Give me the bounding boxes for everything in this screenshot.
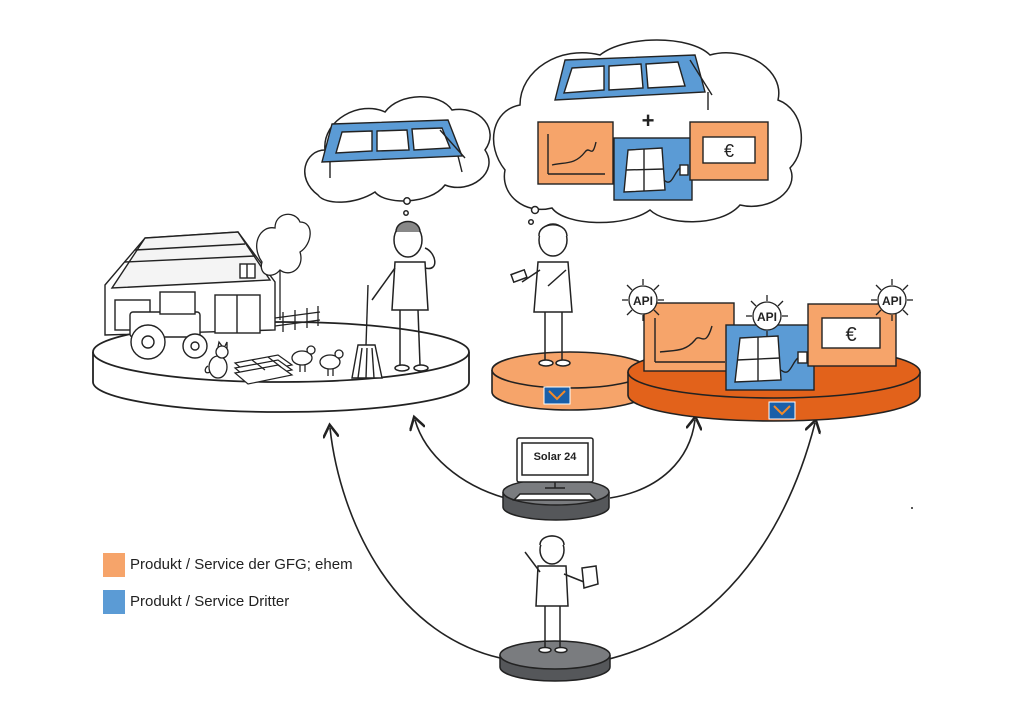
- solar-roof-large: [554, 54, 713, 110]
- api-chip-money: API: [871, 279, 913, 321]
- rake-illustration: [351, 284, 383, 379]
- chickens-illustration: [291, 345, 344, 376]
- tree-illustration: [256, 213, 311, 320]
- api-chip-panel: API: [746, 295, 788, 337]
- computer-screen-label: Solar 24: [534, 451, 578, 463]
- arrow-portal-to-bank-platform: [609, 420, 695, 499]
- computer-monitor: [512, 437, 598, 501]
- bank-panel-card: [725, 324, 815, 391]
- legend-item-third-party: Produkt / Service Dritter: [103, 590, 403, 616]
- fence-illustration: [274, 306, 321, 332]
- bubble-panel-card: [613, 137, 693, 201]
- legend-item-gfg: Produkt / Service der GFG; ehem: [103, 553, 403, 579]
- legend-swatch-orange: [103, 553, 125, 577]
- arrow-agent-to-farm: [330, 428, 511, 661]
- advisor-bank-logo: [543, 386, 571, 405]
- agent-platform: [499, 640, 611, 682]
- api-label-3: API: [882, 294, 902, 308]
- bubble-chart-card: [537, 121, 614, 185]
- bank-platform-logo: [768, 401, 796, 420]
- tractor-illustration: [129, 291, 208, 360]
- legend-label-gfg: Produkt / Service der GFG; ehem: [130, 556, 353, 573]
- stray-dot: [911, 507, 913, 509]
- agent-figure: [524, 535, 599, 654]
- api-label-2: API: [757, 310, 777, 324]
- farmer-figure: [371, 220, 436, 372]
- legend-swatch-blue: [103, 590, 125, 614]
- api-label-1: API: [633, 294, 653, 308]
- bank-money-card: €: [807, 303, 897, 367]
- panel-stack-illustration: [233, 354, 294, 385]
- arrow-agent-to-bank-platform: [604, 423, 815, 661]
- barn-illustration: [104, 231, 276, 336]
- advisor-figure: [510, 223, 573, 367]
- euro-symbol-bank: €: [845, 324, 856, 346]
- arrow-portal-to-farm: [415, 420, 506, 499]
- euro-symbol: €: [724, 141, 734, 161]
- api-chip-chart: API: [622, 279, 664, 321]
- plus-sign: +: [642, 108, 655, 133]
- cat-illustration: [204, 340, 229, 379]
- connection-arrows: [330, 420, 815, 661]
- legend-label-third-party: Produkt / Service Dritter: [130, 593, 290, 610]
- solar-roof-small: [321, 119, 466, 178]
- bubble-money-card: €: [689, 121, 769, 181]
